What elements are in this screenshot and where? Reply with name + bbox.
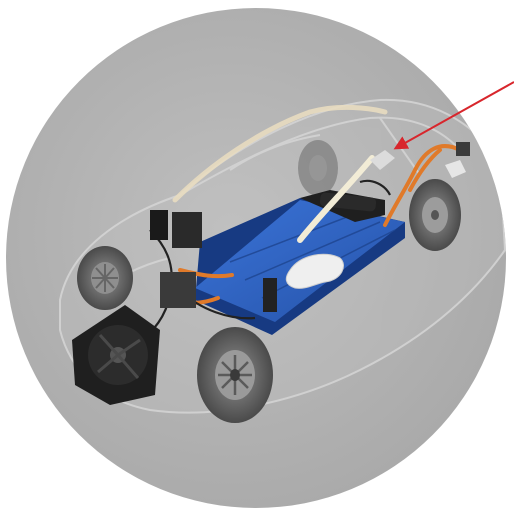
rear-left-wheel [409,179,461,251]
front-left-wheel [197,327,273,423]
rear-right-wheel [298,140,338,196]
front-right-wheel [77,246,133,310]
rear-connector [456,142,470,156]
